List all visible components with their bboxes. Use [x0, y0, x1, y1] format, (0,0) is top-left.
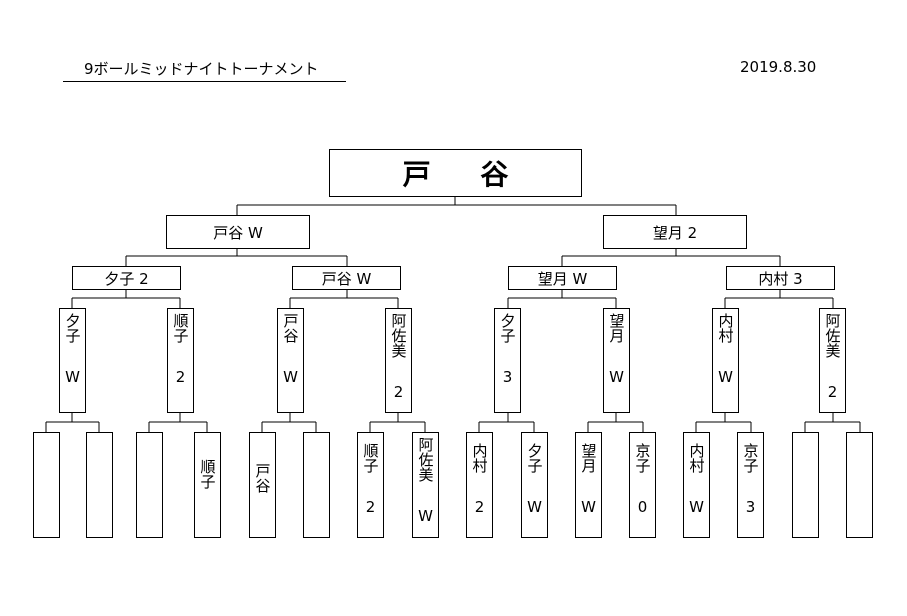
round2-box-1: 夕子 W	[59, 308, 86, 413]
semifinal-box-1: 戸谷 W	[166, 215, 310, 249]
semifinal-box-2: 望月 2	[603, 215, 747, 249]
player-name: 夕子	[525, 443, 544, 473]
player-score: 2	[474, 498, 485, 516]
round2-box-7: 内村 W	[712, 308, 739, 413]
tournament-title: 9ボールミッドナイトトーナメント	[84, 60, 319, 78]
player-score: W	[581, 498, 596, 516]
round2-box-6: 望月 W	[603, 308, 630, 413]
round2-box-5: 夕子 3	[494, 308, 521, 413]
quarterfinal-box-2: 戸谷 W	[292, 266, 401, 290]
round1-box-15	[792, 432, 819, 538]
player-score: 3	[745, 498, 756, 516]
champion-box: 戸 谷	[329, 149, 582, 197]
player-name: 阿佐美	[389, 313, 408, 358]
round1-box-7: 順子 2	[357, 432, 384, 538]
round1-box-14: 京子 3	[737, 432, 764, 538]
title-underline	[63, 81, 346, 82]
player-score: 3	[502, 368, 513, 386]
player-name: 戸谷	[281, 313, 300, 343]
quarterfinal-box-4: 内村 3	[726, 266, 835, 290]
player-score: W	[609, 368, 624, 386]
quarterfinal-box-3: 望月 W	[508, 266, 617, 290]
player-name: 阿佐美	[823, 313, 842, 358]
round2-box-2: 順子 2	[167, 308, 194, 413]
player-name: 京子	[741, 443, 760, 473]
player-score: W	[283, 368, 298, 386]
round1-box-4: 順子	[194, 432, 221, 538]
player-score: 2	[365, 498, 376, 516]
round1-box-1	[33, 432, 60, 538]
quarterfinal-box-1: 夕子 2	[72, 266, 181, 290]
player-name: 内村	[470, 443, 489, 473]
round1-box-11: 望月 W	[575, 432, 602, 538]
round1-box-6	[303, 432, 330, 538]
player-name: 戸谷	[253, 463, 272, 493]
round2-box-4: 阿佐美 2	[385, 308, 412, 413]
player-name: 順子	[361, 443, 380, 473]
player-score: W	[527, 498, 542, 516]
round1-box-13: 内村 W	[683, 432, 710, 538]
player-score: 0	[637, 498, 648, 516]
round1-box-2	[86, 432, 113, 538]
player-name: 阿佐美	[416, 437, 435, 482]
player-name: 内村	[687, 443, 706, 473]
round1-box-12: 京子 0	[629, 432, 656, 538]
player-name: 夕子	[498, 313, 517, 343]
round2-box-3: 戸谷 W	[277, 308, 304, 413]
player-name: 望月	[607, 313, 626, 343]
player-name: 望月	[579, 443, 598, 473]
player-score: W	[718, 368, 733, 386]
player-score: 2	[393, 383, 404, 401]
round1-box-5: 戸谷	[249, 432, 276, 538]
round2-box-8: 阿佐美 2	[819, 308, 846, 413]
round1-box-8: 阿佐美 W	[412, 432, 439, 538]
player-name: 京子	[633, 443, 652, 473]
player-name: 夕子	[63, 313, 82, 343]
player-score: 2	[827, 383, 838, 401]
player-name: 順子	[171, 313, 190, 343]
round1-box-16	[846, 432, 873, 538]
player-score: 2	[175, 368, 186, 386]
player-score: W	[65, 368, 80, 386]
tournament-date: 2019.8.30	[740, 58, 817, 76]
round1-box-9: 内村 2	[466, 432, 493, 538]
round1-box-3	[136, 432, 163, 538]
player-score: W	[418, 507, 433, 525]
player-name: 内村	[716, 313, 735, 343]
player-name: 順子	[198, 459, 217, 489]
round1-box-10: 夕子 W	[521, 432, 548, 538]
player-score: W	[689, 498, 704, 516]
